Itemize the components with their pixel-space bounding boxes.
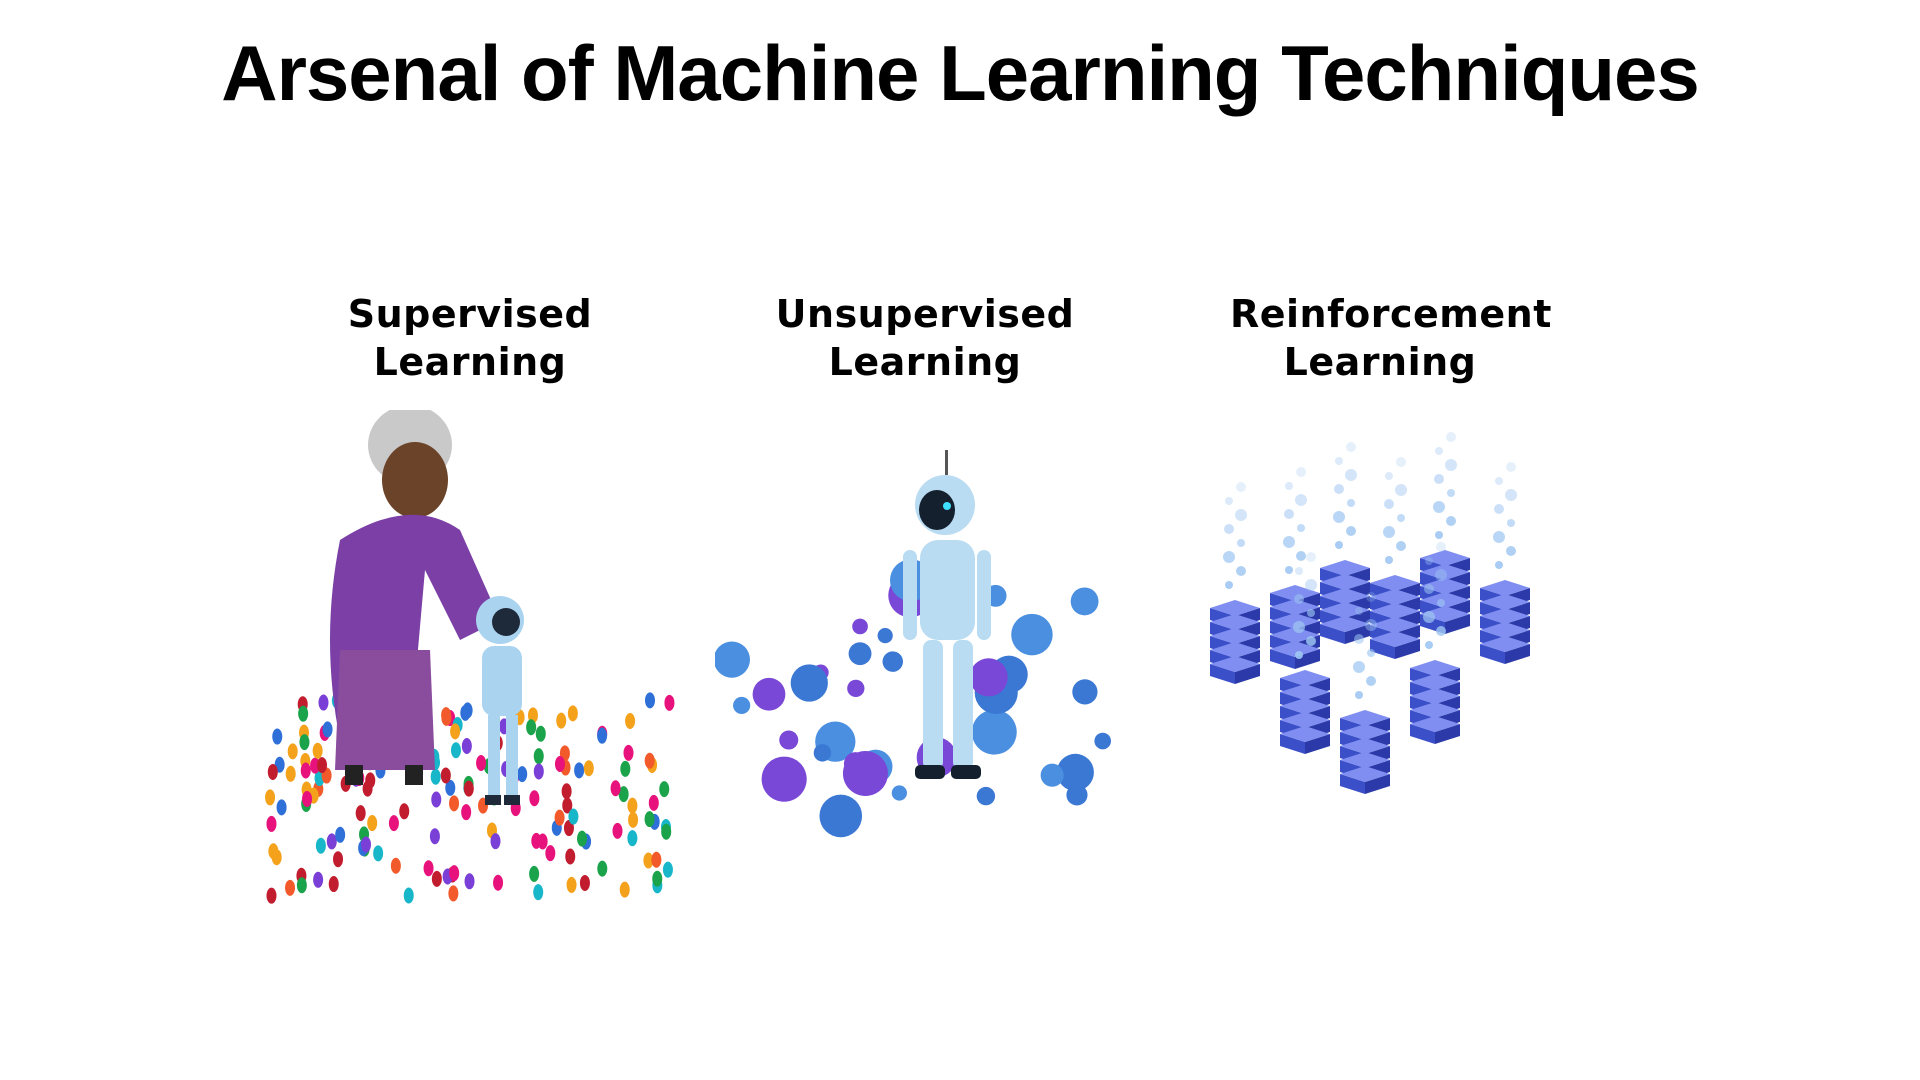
server-stacks-icon bbox=[1210, 432, 1530, 794]
robot-among-clusters-icon bbox=[715, 450, 1112, 838]
panel-label: Reinforcement Learning bbox=[1230, 292, 1552, 384]
colored-dots bbox=[265, 692, 675, 904]
panel-supervised: Supervised Learning bbox=[240, 290, 700, 910]
server-towers bbox=[1210, 432, 1530, 794]
grandmother-teaching-robot-icon bbox=[265, 410, 675, 904]
panel-label: Unsupervised Learning bbox=[775, 292, 1075, 384]
panel-unsupervised: Unsupervised Learning bbox=[695, 290, 1155, 910]
panel-reinforcement: Reinforcement Learning bbox=[1150, 290, 1610, 910]
panel-label: Supervised Learning bbox=[347, 292, 593, 384]
slide-title: Arsenal of Machine Learning Techniques bbox=[221, 29, 1700, 117]
